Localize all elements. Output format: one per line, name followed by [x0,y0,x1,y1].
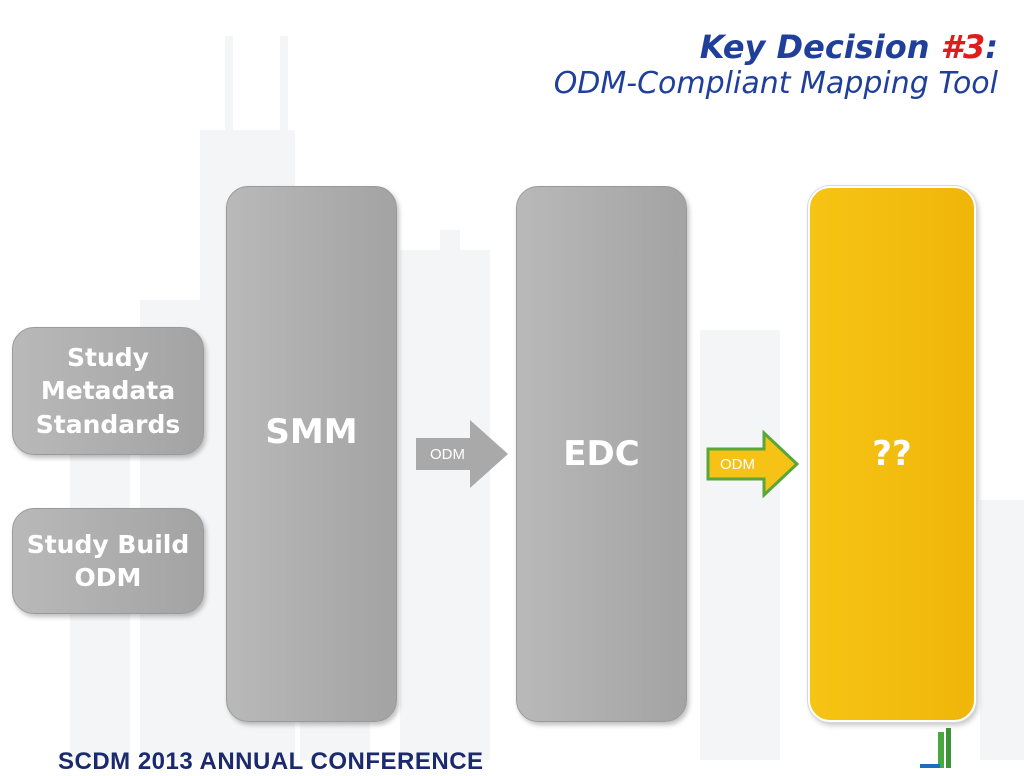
arrow-edc-to-target [706,430,800,498]
conference-logo-icon [920,728,951,768]
title-line-2: ODM-Compliant Mapping Tool [553,66,998,102]
slide-title: Key Decision #3: ODM-Compliant Mapping T… [554,28,998,102]
study-metadata-standards-box: Study Metadata Standards [12,327,204,455]
arrow-smm-to-edc-label: ODM [430,446,465,463]
edc-label: EDC [563,434,640,474]
title-prefix: Key Decision [699,28,941,66]
title-number: #3 [940,28,986,66]
study-build-odm-label: Study Build ODM [26,529,190,593]
edc-box: EDC [516,186,687,722]
study-metadata-standards-label: Study Metadata Standards [35,342,181,439]
smm-box: SMM [226,186,397,722]
target-tool-box: ?? [808,186,976,722]
arrow-smm-to-edc [416,420,508,488]
title-line-1: Key Decision #3: [554,28,998,66]
smm-label: SMM [265,412,358,452]
target-tool-label: ?? [872,434,912,474]
study-build-odm-box: Study Build ODM [12,508,204,614]
title-suffix: : [985,28,998,66]
arrow-edc-to-target-label: ODM [720,456,755,473]
conference-footer: SCDM 2013 ANNUAL CONFERENCE [58,748,484,775]
